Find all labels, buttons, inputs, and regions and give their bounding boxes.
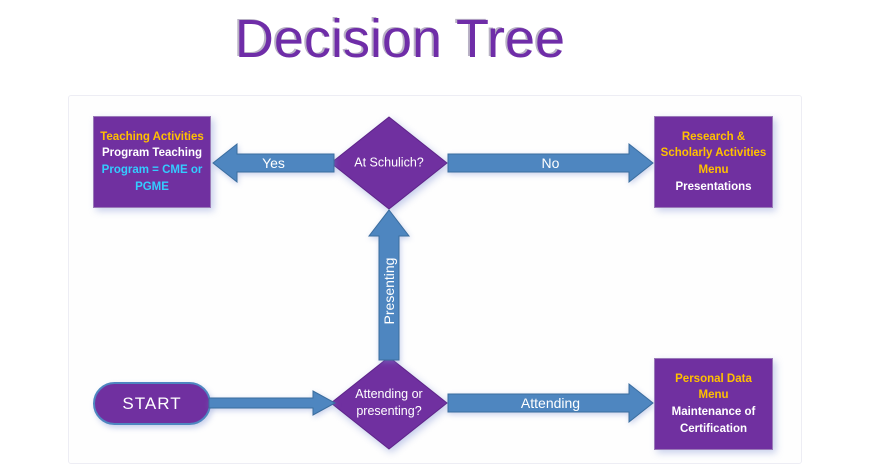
- edge-attending-arrow: Attending: [447, 382, 654, 424]
- decision-diamond-attending: Attending or presenting?: [330, 356, 448, 450]
- diamond-shape: [330, 356, 448, 450]
- right-arrow-shape: [447, 382, 654, 424]
- page-title: Decision Tree: [234, 9, 566, 69]
- right-arrow-shape: [208, 390, 337, 416]
- up-arrow-shape: [367, 209, 411, 361]
- no-edge-label: No: [541, 155, 560, 171]
- outcome-box-research: Research & Scholarly Activities Menu Pre…: [654, 116, 773, 208]
- teaching-menu-label: Teaching Activities: [100, 130, 204, 143]
- yes-edge-label: Yes: [262, 155, 285, 171]
- edge-presenting-arrow: Presenting: [367, 209, 411, 361]
- outcome-box-teaching: Teaching Activities Program Teaching Pro…: [93, 116, 211, 208]
- presenting-edge-label: Presenting: [381, 257, 397, 325]
- personal-menu-label: Personal Data Menu: [675, 372, 752, 402]
- research-menu-label: Research & Scholarly Activities Menu: [660, 130, 767, 176]
- attending-question-label: Attending or presenting?: [355, 387, 423, 418]
- research-item-label: Presentations: [675, 180, 752, 193]
- right-arrow-shape: [447, 142, 654, 184]
- edge-yes-arrow: Yes: [212, 142, 335, 184]
- personal-item-label: Maintenance of Certification: [671, 406, 756, 435]
- decision-diamond-schulich: At Schulich?: [330, 116, 448, 210]
- flowchart-canvas: Teaching Activities Program Teaching Pro…: [68, 95, 802, 464]
- teaching-note-label: Program = CME or PGME: [101, 164, 203, 193]
- start-label: START: [122, 393, 182, 413]
- diamond-shape: [330, 116, 448, 210]
- schulich-question-label: At Schulich?: [354, 155, 424, 170]
- start-node: START: [93, 382, 211, 425]
- edge-start-arrow: [208, 390, 337, 416]
- teaching-item-label: Program Teaching: [101, 147, 203, 160]
- outcome-box-personal: Personal Data Menu Maintenance of Certif…: [654, 358, 773, 450]
- edge-no-arrow: No: [447, 142, 654, 184]
- left-arrow-shape: [212, 142, 335, 184]
- attending-edge-label: Attending: [520, 395, 581, 411]
